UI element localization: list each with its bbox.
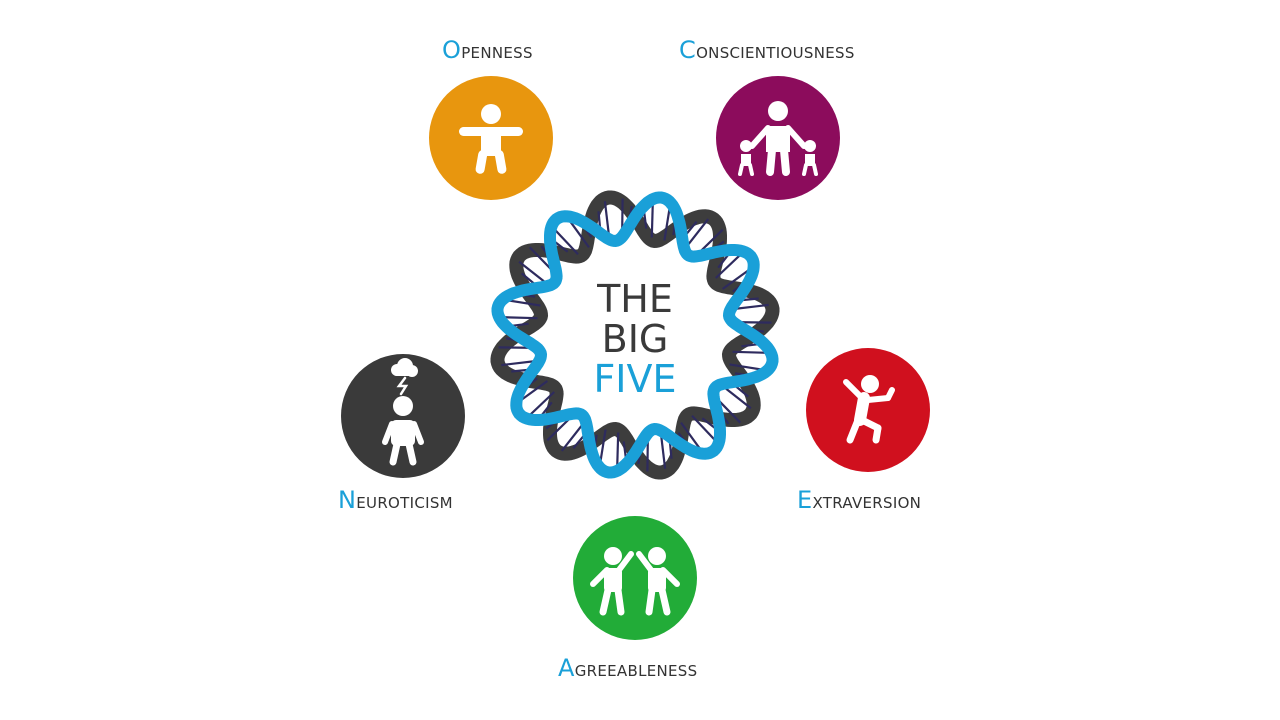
open-arms-person-icon [459,104,523,174]
label-extraversion: EXTRAVERSION [797,488,921,513]
extraversion-circle [806,348,930,472]
label-initial: C [679,36,697,64]
label-rest: EUROTICISM [356,489,453,514]
label-rest: ONSCIENTIOUSNESS [696,39,855,64]
label-neuroticism: NEUROTICISM [338,488,453,513]
label-initial: N [338,486,357,514]
neuroticism-circle [341,354,465,478]
label-initial: A [558,654,575,682]
person-with-storm-cloud-icon [382,358,424,466]
agreeableness-circle [573,516,697,640]
label-initial: O [442,36,462,64]
label-conscientiousness: CONSCIENTIOUSNESS [679,38,855,63]
label-agreeableness: AGREEABLENESS [558,656,697,681]
parent-with-children-icon [738,101,818,176]
center-title-five: FIVE [593,357,677,401]
label-initial: E [797,486,813,514]
jumping-person-icon [843,375,895,444]
label-rest: PENNESS [461,39,533,64]
center-title-the: THE [597,277,673,321]
conscientiousness-circle [716,76,840,200]
helix-blue-strand [491,191,779,479]
dna-helix-ring [490,190,780,480]
two-friends-high-five-icon [590,547,680,616]
label-rest: XTRAVERSION [812,489,922,514]
openness-circle [429,76,553,200]
label-openness: OPENNESS [442,38,533,63]
center-title-big: BIG [601,317,669,361]
label-rest: GREEABLENESS [574,657,698,682]
